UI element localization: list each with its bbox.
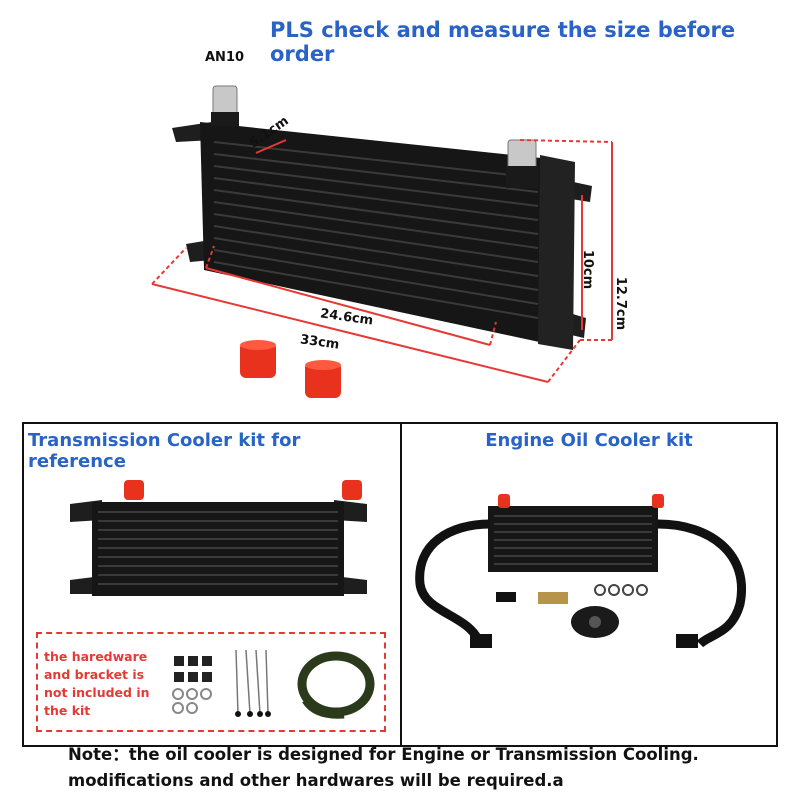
engine-kit-panel: Engine Oil Cooler kit [400, 422, 778, 747]
hardware-notice: the haredware and bracket is not include… [36, 632, 386, 732]
transmission-kit-panel: Transmission Cooler kit for reference [22, 422, 402, 747]
oil-cooler-illustration [151, 85, 613, 398]
product-image: AN10 5.1cm 24.6cm 33cm 10cm 12.7cm [151, 50, 629, 398]
usage-note: Note：the oil cooler is designed for Engi… [68, 742, 788, 794]
transmission-cooler-image [70, 480, 367, 596]
red-caps [240, 340, 341, 398]
dimension-lines [151, 139, 613, 383]
fitting-label: AN10 [205, 50, 245, 65]
engine-kit-title: Engine Oil Cooler kit [485, 430, 693, 451]
usage-note-line-1: Note：the oil cooler is designed for Engi… [68, 745, 699, 764]
dim-total-height-label: 12.7cm [613, 276, 629, 331]
oil-cooler-body [172, 85, 592, 350]
hardware-notice-text: the haredware and bracket is not include… [44, 649, 150, 718]
transmission-kit-title: Transmission Cooler kit for reference [28, 430, 301, 472]
engine-kit-image [415, 494, 746, 648]
dim-core-height-label: 10cm [580, 249, 596, 290]
usage-note-line-2: modifications and other hardwares will b… [68, 771, 564, 790]
page-title: PLS check and measure the size before or… [270, 18, 736, 66]
hardware-parts-image [172, 649, 375, 719]
